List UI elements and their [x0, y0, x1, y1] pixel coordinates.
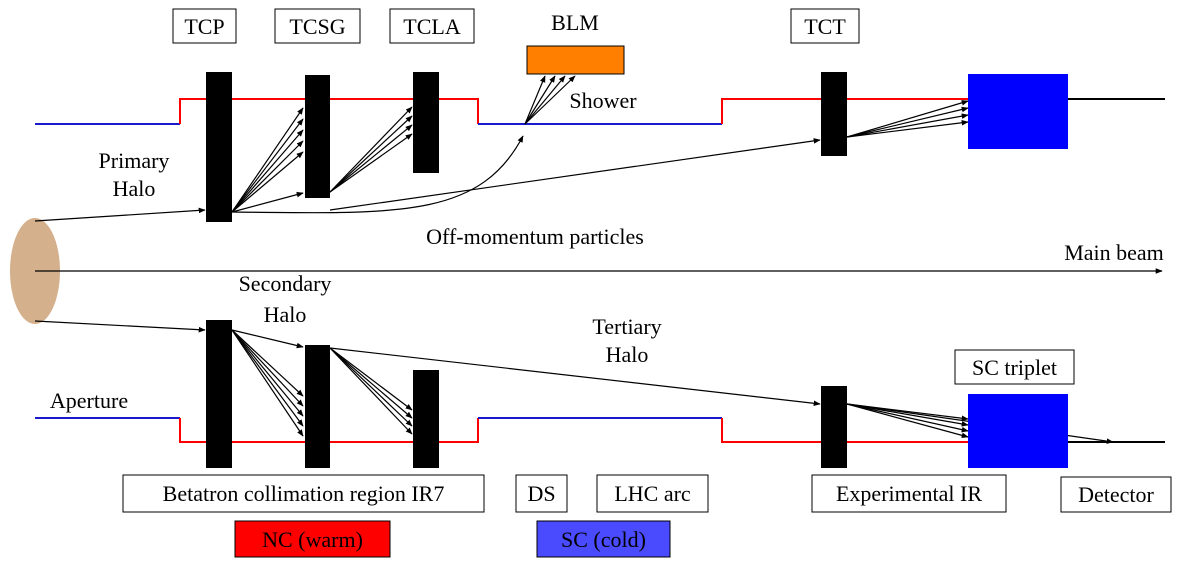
shower-label: Shower [569, 88, 637, 113]
tcp-to-tcsg-lower-arrow-4 [231, 329, 304, 427]
secondary-halo-label-line2: Halo [264, 302, 307, 327]
tcla-lower-jaw [413, 370, 439, 468]
tcsg-upper-jaw [305, 75, 330, 198]
upper-aperture [35, 98, 1165, 125]
ds-region-box [515, 474, 568, 513]
upper-trajectories [34, 75, 969, 222]
shower-arrow-3 [524, 75, 566, 125]
shower-arrow-1 [524, 75, 546, 125]
betatron-region-box [122, 474, 485, 513]
betatron-region-label: Betatron collimation region IR7 [163, 481, 445, 506]
legend-nc-label: NC (warm) [262, 527, 363, 552]
legend-nc-swatch [234, 520, 391, 558]
tct-upper-jaw [821, 72, 847, 156]
blm-label: BLM [551, 10, 599, 35]
lower-trajectories [34, 320, 1114, 444]
primary-halo-arrow [34, 207, 206, 222]
tcsg-to-tcla-arrow-1 [329, 106, 413, 193]
tcp-to-tcsg-arrow-5 [231, 151, 304, 213]
tct-label: TCT [804, 14, 846, 39]
off-momentum-label: Off-momentum particles [426, 224, 644, 249]
experimental-ir-label: Experimental IR [836, 481, 982, 506]
tcp-label: TCP [184, 14, 224, 39]
tct-to-triplet-lower-arrow-3 [846, 403, 969, 433]
tcp-upper-jaw [206, 72, 232, 222]
tcsg-to-tcla-lower-arrow-3 [329, 347, 413, 427]
sc-triplet-label-box [954, 349, 1075, 385]
tcla-label-box [389, 8, 475, 44]
ds-region-label: DS [527, 481, 555, 506]
primary-halo-label-line1: Primary [99, 148, 170, 173]
primary-halo-lower-arrow [34, 320, 206, 333]
tcp-to-tcsg-lower-arrow-2 [231, 329, 304, 407]
shower-arrow-2 [524, 75, 556, 125]
tcp-to-tcsg-arrow-6 [231, 191, 304, 213]
tertiary-halo-label-line2: Halo [606, 342, 649, 367]
lower-aperture-warm-ir [721, 418, 968, 443]
sc-triplet-label: SC triplet [972, 355, 1057, 380]
tcsg-label-box [274, 8, 361, 44]
tcp-to-tcsg-arrow-1 [231, 107, 304, 213]
lhc-arc-region-label: LHC arc [614, 481, 691, 506]
tcla-upper-jaw [413, 72, 439, 173]
tcla-label: TCLA [403, 14, 461, 39]
off-momentum-arrow [231, 135, 524, 214]
tcp-lower-jaw [206, 320, 232, 468]
tcsg-label: TCSG [289, 14, 345, 39]
experimental-ir-box [811, 474, 1007, 513]
tct-lower-jaw [821, 386, 847, 468]
tct-to-triplet-lower-arrow-2 [846, 403, 969, 427]
upper-aperture-warm-ir [721, 98, 968, 124]
tct-to-triplet-lower-arrow-4 [846, 403, 969, 439]
tct-to-triplet-arrow-3 [846, 113, 969, 138]
blm-box [526, 45, 625, 75]
shower-arrow-4 [524, 75, 576, 125]
triplet-magnet-upper [968, 74, 1068, 149]
tcp-to-tcsg-lower-arrow-5 [231, 329, 304, 437]
tcsg-to-tcla-lower-arrow-2 [329, 347, 413, 419]
tcsg-lower-jaw [305, 345, 330, 468]
tct-to-triplet-arrow-4 [846, 119, 969, 138]
tertiary-halo-label-line1: Tertiary [592, 314, 661, 339]
primary-halo-label-line2: Halo [113, 176, 156, 201]
lhc-arc-region-box [596, 474, 709, 513]
tcsg-to-tcla-arrow-3 [329, 124, 413, 193]
tcsg-to-tcla-lower-arrow-4 [329, 347, 413, 435]
secondary-halo-arrow [231, 329, 304, 349]
legend-sc-swatch [536, 520, 671, 558]
tcsg-to-tcla-arrow-2 [329, 115, 413, 193]
tct-label-box [790, 8, 860, 44]
detector-label: Detector [1078, 482, 1154, 507]
tcsg-to-tcla-lower-arrow-1 [329, 347, 413, 411]
main-beam-label: Main beam [1064, 240, 1164, 265]
tcp-to-tcsg-arrow-4 [231, 140, 304, 213]
tct-to-triplet-arrow-2 [846, 106, 969, 138]
tcp-to-tcsg-arrow-2 [231, 118, 304, 213]
collimator-jaws [206, 72, 847, 468]
triplet-magnet-lower [968, 394, 1068, 468]
tertiary-halo-arrow [329, 347, 821, 407]
tcp-to-tcsg-arrow-3 [231, 129, 304, 213]
detector-box [1060, 476, 1172, 513]
secondary-halo-label-line1: Secondary [239, 271, 332, 296]
tct-to-triplet-arrow-1 [846, 100, 969, 138]
legend-sc-label: SC (cold) [561, 527, 646, 552]
tcp-to-tcsg-lower-arrow-3 [231, 329, 304, 417]
tcp-to-tcsg-lower-arrow-1 [231, 329, 304, 397]
aperture-label: Aperture [50, 388, 128, 413]
tcsg-to-tcla-arrow-4 [329, 133, 413, 193]
tcsg-to-tct-arrow [329, 138, 821, 211]
tcp-label-box [172, 8, 237, 44]
